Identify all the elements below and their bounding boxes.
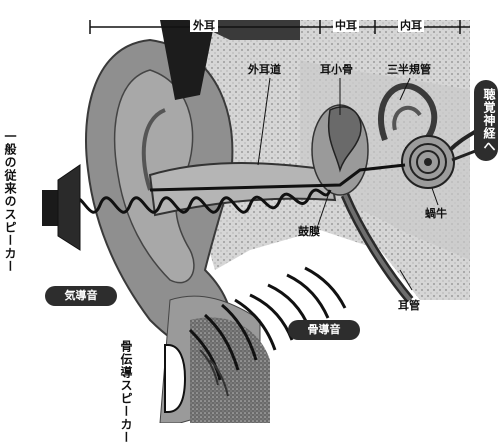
label-eustachian-tube: 耳管	[398, 300, 420, 312]
label-semicircular-canals: 三半規管	[387, 64, 431, 76]
label-ear-canal: 外耳道	[248, 64, 281, 76]
label-cochlea: 蝸牛	[425, 208, 447, 220]
air-conduction-tag: 気導音	[45, 286, 117, 306]
region-middle-ear: 中耳	[333, 20, 359, 32]
region-outer-ear: 外耳	[190, 20, 218, 32]
label-conventional-speaker: 一般の従来のスピーカー	[4, 130, 16, 273]
conventional-speaker	[42, 165, 80, 250]
to-auditory-nerve-badge: 聴覚神経へ	[474, 80, 498, 161]
label-eardrum: 鼓膜	[298, 226, 320, 238]
ear-diagram: 外耳 中耳 内耳 外耳道 耳小骨 三半規管 鼓膜 蝸牛 耳管 聴覚神経へ 一般の…	[0, 0, 500, 423]
bone-conduction-tag: 骨導音	[288, 320, 360, 340]
label-ossicles: 耳小骨	[320, 64, 353, 76]
bone-speaker	[165, 345, 185, 412]
cochlea-shape	[402, 136, 454, 188]
region-inner-ear: 内耳	[398, 20, 424, 32]
label-bone-speaker: 骨伝導スピーカー	[120, 340, 132, 444]
